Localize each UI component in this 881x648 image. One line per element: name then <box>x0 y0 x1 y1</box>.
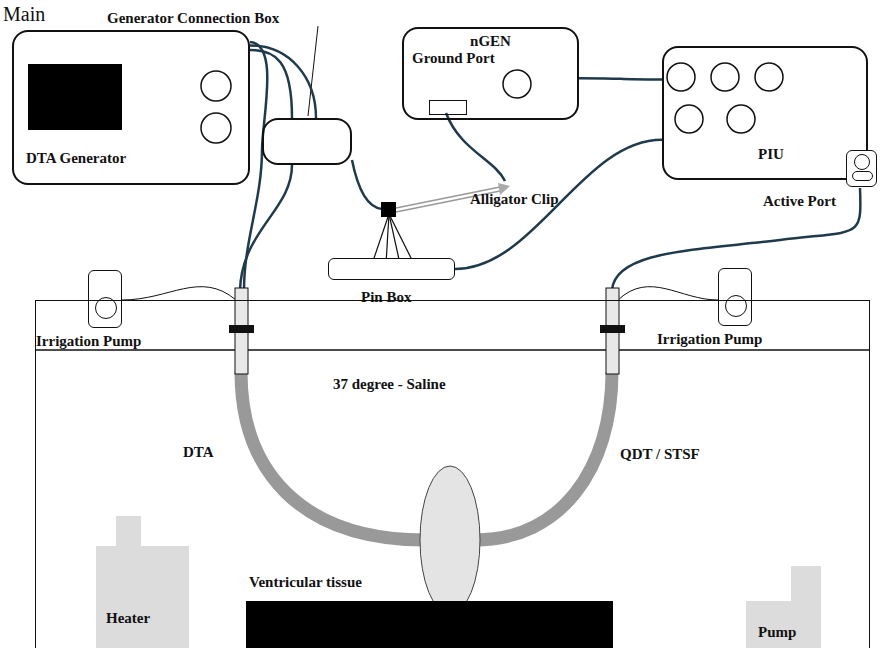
knob <box>201 71 231 101</box>
dta-catheter <box>241 372 425 540</box>
node-label: DTA Generator <box>26 150 126 167</box>
cables <box>240 42 860 290</box>
node-label: nGEN <box>404 33 577 50</box>
node-label: Heater <box>106 610 150 627</box>
ground-port: Ground Port <box>412 50 524 116</box>
node-label: Active Port <box>763 193 836 210</box>
tissue-slab <box>246 601 613 648</box>
part-label: Alligator Clip <box>470 191 558 208</box>
node-label: Irrigation Pump <box>36 333 141 350</box>
catheter-tip <box>420 466 480 614</box>
node-label: PIU <box>758 146 784 163</box>
generator-box: DTA Generator <box>12 30 250 185</box>
cable <box>250 46 316 119</box>
catheter-label: DTA <box>183 444 214 461</box>
irrigation-tubes <box>122 287 718 300</box>
saline-tank: 37 degree - SalineVentricular tissueHeat… <box>35 300 870 648</box>
node-label: Irrigation Pump <box>657 331 762 348</box>
catheter-label: QDT / STSF <box>620 446 700 463</box>
port-circle <box>854 154 870 170</box>
pump: Pump <box>746 566 821 648</box>
active-port: Active Port <box>846 150 877 187</box>
node-label: Ground Port <box>412 50 495 67</box>
pin-wires <box>372 214 414 264</box>
cable <box>455 140 662 269</box>
heater-outline <box>96 516 189 648</box>
water-line <box>35 349 870 351</box>
cable <box>579 78 662 79</box>
knob <box>201 113 231 143</box>
handle-clamp <box>600 325 625 333</box>
node-label: Ventricular tissue <box>249 574 362 591</box>
heater: Heater <box>96 516 189 648</box>
irrigation-pump: Irrigation Pump <box>88 270 122 328</box>
pin-box: Pin Box <box>328 258 455 280</box>
node-label: Pin Box <box>361 289 411 306</box>
junction <box>381 202 396 217</box>
ventricular-tissue: Ventricular tissue <box>246 574 613 648</box>
node-label: 37 degree - Saline <box>333 376 446 393</box>
port-slot <box>852 171 873 181</box>
pump-rotor <box>725 295 747 317</box>
qdt-catheter <box>475 372 612 540</box>
ngen-box: nGENGround Port <box>402 27 579 120</box>
irrigation-pump: Irrigation Pump <box>718 268 752 326</box>
ground-socket <box>429 100 467 115</box>
port-circle <box>503 70 531 98</box>
piu-box: PIU <box>662 46 868 180</box>
handle-clamp <box>229 325 254 333</box>
node-label: Generator Connection Box <box>107 10 279 27</box>
generator-screen <box>28 64 122 130</box>
piu-ports <box>667 63 783 133</box>
leader-line <box>308 26 318 116</box>
figure-label: Main <box>3 3 45 25</box>
connection-box: Generator Connection Box <box>262 118 352 165</box>
node-label: Pump <box>758 624 796 641</box>
